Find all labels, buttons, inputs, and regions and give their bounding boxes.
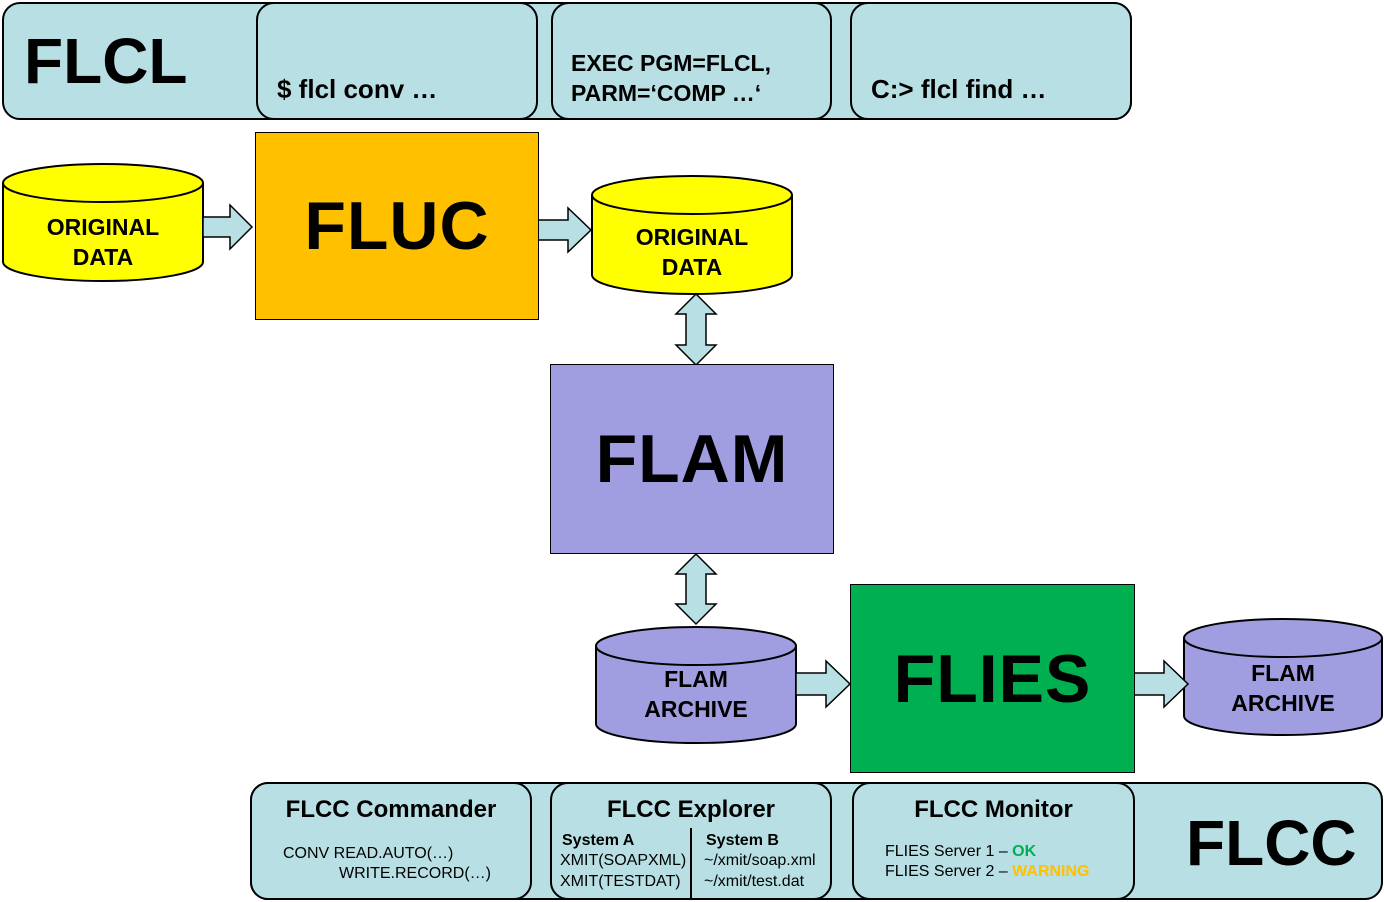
arrow-data-flam: [674, 292, 718, 367]
monitor-server-2-label: FLIES Server 2 –: [885, 863, 1013, 880]
cmd-panel-linux: [256, 2, 538, 120]
cmd-panel-zos: [551, 2, 832, 120]
flcl-title: FLCL: [24, 25, 188, 97]
arrow-flies-to-archive: [1133, 659, 1190, 709]
flcc-monitor-title: FLCC Monitor: [914, 796, 1073, 823]
cylinder-flam-archive-1: [595, 626, 797, 744]
system-a-item-1: XMIT(SOAPXML): [560, 852, 687, 869]
flcc-commander-title: FLCC Commander: [285, 796, 497, 823]
monitor-server-1: FLIES Server 1 – OK: [885, 843, 1036, 861]
flcc-commander-line1: CONV READ.AUTO(…): [283, 845, 454, 862]
monitor-server-2: FLIES Server 2 – WARNING: [885, 863, 1090, 881]
original-data-2-line1: ORIGINAL: [635, 224, 749, 250]
system-a-item-2: XMIT(TESTDAT): [560, 873, 681, 890]
cmd-zos-text: EXEC PGM=FLCL, PARM=‘COMP …‘: [571, 48, 771, 108]
arrow-data-to-fluc: [202, 203, 254, 251]
arrow-flam-archive: [674, 552, 718, 626]
flcc-commander-panel: [250, 782, 532, 900]
flcc-commander-line2: WRITE.RECORD(…): [339, 865, 491, 882]
cylinder-original-data-1: [2, 163, 204, 282]
flies-box: FLIES: [850, 584, 1135, 773]
cylinder-original-data-2: [591, 175, 793, 295]
system-b-item-2: ~/xmit/test.dat: [704, 873, 805, 890]
status-ok-badge: OK: [1012, 843, 1037, 860]
cylinder-flam-archive-2: [1183, 618, 1383, 736]
cmd-windows-text: C:> flcl find …: [871, 74, 1047, 104]
system-a-name: System A: [562, 832, 635, 849]
system-b-item-1: ~/xmit/soap.xml: [704, 852, 816, 869]
flam-archive-1-line1: FLAM: [664, 666, 728, 692]
original-data-2-line2: DATA: [661, 254, 723, 280]
flam-box: FLAM: [550, 364, 834, 554]
status-warning-badge: WARNING: [1012, 863, 1090, 880]
arrow-fluc-to-data: [537, 206, 593, 254]
flam-archive-2-line2: ARCHIVE: [1231, 690, 1335, 716]
arrow-archive-to-flies: [795, 659, 852, 709]
fluc-box: FLUC: [255, 132, 539, 320]
cmd-linux-text: $ flcl conv …: [277, 74, 438, 104]
original-data-1-label: ORIGINAL DATA: [3, 212, 203, 272]
flcc-monitor-panel: [852, 782, 1135, 900]
original-data-1-line2: DATA: [72, 244, 134, 270]
cmd-zos-line2: PARM=‘COMP …‘: [571, 80, 762, 106]
monitor-server-1-label: FLIES Server 1 –: [885, 843, 1013, 860]
cmd-zos-line1: EXEC PGM=FLCL,: [571, 50, 771, 76]
original-data-2-label: ORIGINAL DATA: [592, 222, 792, 282]
explorer-divider: [690, 828, 692, 898]
flam-archive-2-line1: FLAM: [1251, 660, 1315, 686]
flcc-explorer-title: FLCC Explorer: [606, 796, 776, 823]
original-data-1-line1: ORIGINAL: [46, 214, 160, 240]
flam-archive-1-line2: ARCHIVE: [644, 696, 748, 722]
system-b-name: System B: [706, 832, 779, 849]
flam-archive-1-label: FLAM ARCHIVE: [596, 664, 796, 724]
flcc-title: FLCC: [1186, 807, 1357, 879]
cmd-panel-windows: [850, 2, 1132, 120]
flam-archive-2-label: FLAM ARCHIVE: [1184, 658, 1382, 718]
